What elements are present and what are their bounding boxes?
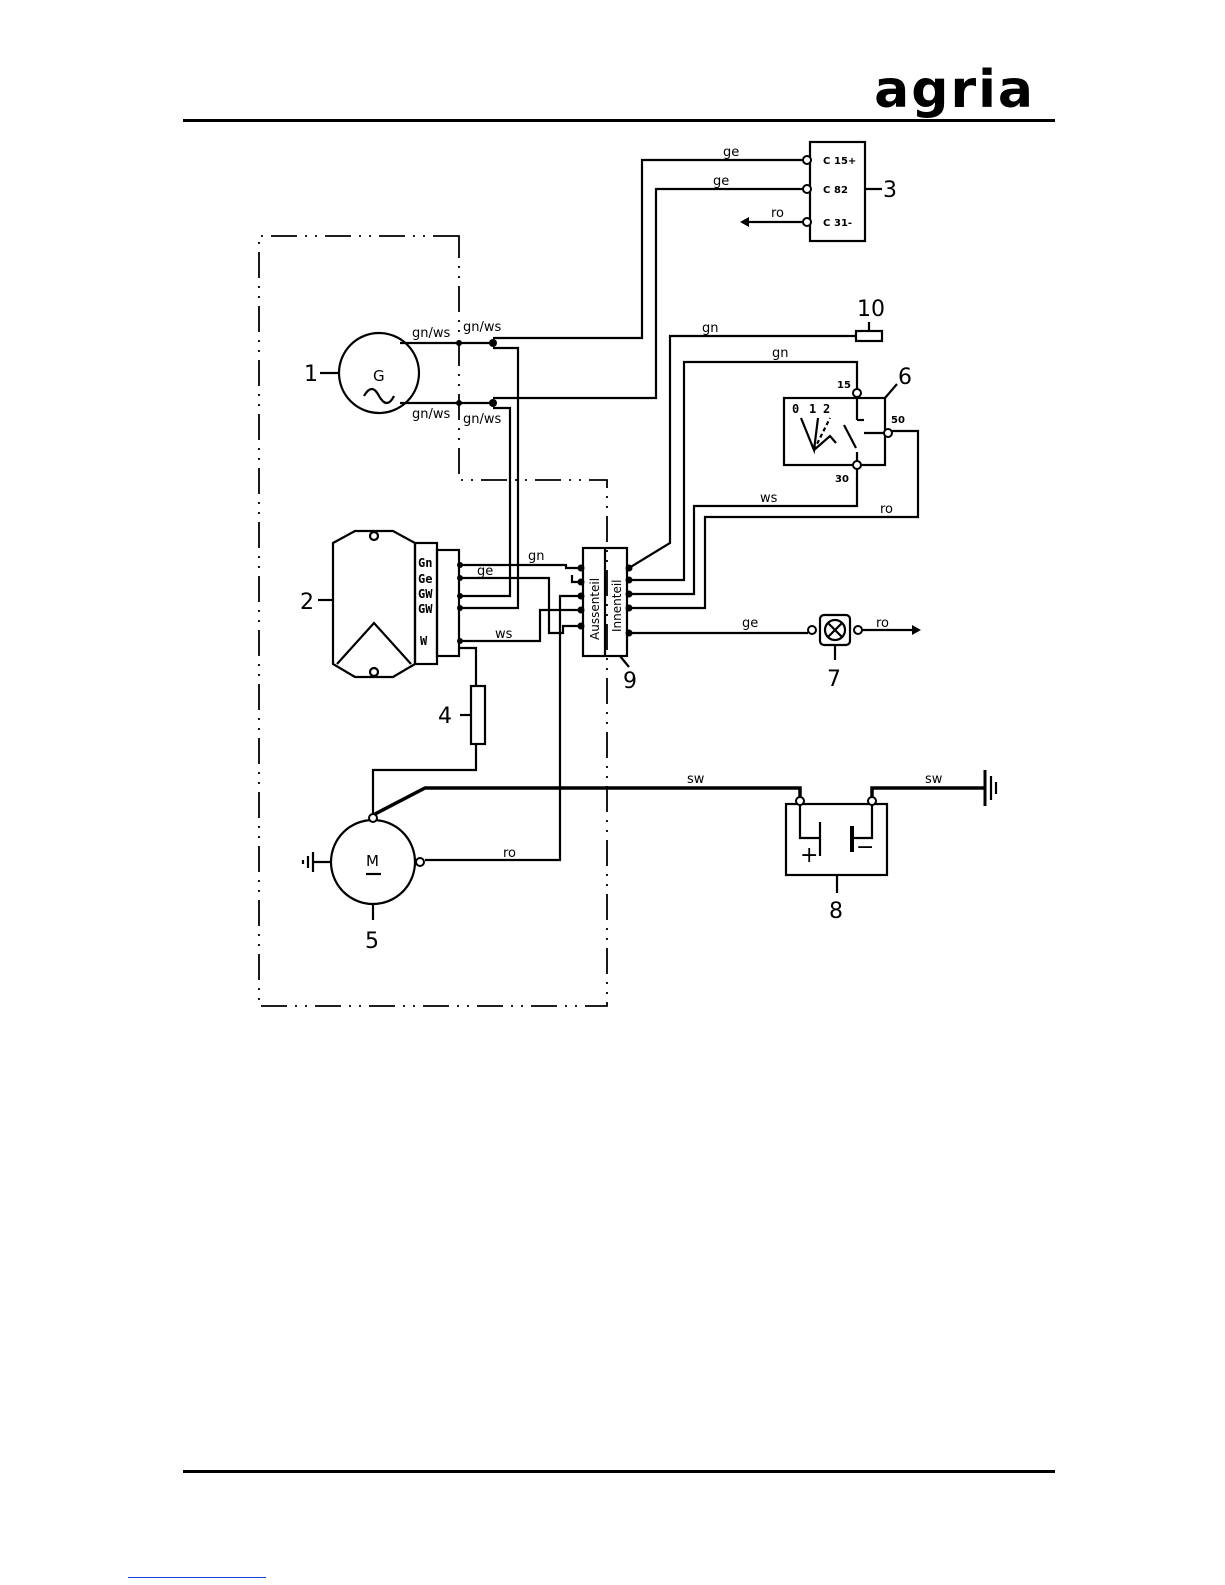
- connector-side-outer: Aussenteil: [588, 578, 602, 640]
- ignition-switch: 0 1 2 15 50 30 6: [784, 365, 912, 485]
- label-4: 4: [438, 704, 452, 729]
- switch-pos-1: 1: [809, 402, 816, 416]
- indicator-lamp: 7: [808, 615, 862, 692]
- wire-label-sw-2: sw: [925, 772, 943, 787]
- regulator: Gn Ge GW GW W 2: [300, 531, 459, 677]
- battery-plus: +: [800, 843, 818, 868]
- reg-pin-gw2: GW: [418, 602, 433, 616]
- reg-pin-w: W: [420, 634, 428, 648]
- pin-15: 15+: [834, 156, 856, 167]
- wire-label-gnws-1: gn/ws: [412, 326, 451, 341]
- wire-label-gn-6: gn: [772, 346, 789, 361]
- svg-text:C: C: [823, 218, 830, 229]
- wire-label-ge-lamp: ge: [742, 616, 758, 631]
- svg-text:C: C: [823, 156, 830, 167]
- component-10: 10: [856, 297, 885, 341]
- wire-label-ro-motor: ro: [503, 846, 516, 861]
- wire-label-ws-6: ws: [760, 491, 778, 506]
- label-6: 6: [898, 365, 912, 390]
- label-9: 9: [623, 669, 637, 694]
- wire-label-ws-reg: ws: [495, 627, 513, 642]
- generator-symbol: G: [373, 367, 385, 385]
- wire-label-ro-lamp: ro: [876, 616, 889, 631]
- reg-pin-gn: Gn: [418, 556, 432, 570]
- terminal-50: 50: [891, 415, 905, 426]
- fuse: 4: [438, 686, 485, 744]
- terminal-30: 30: [835, 474, 849, 485]
- wire-label-gn-reg: gn: [528, 549, 545, 564]
- wire-label-ge-mid: ge: [713, 174, 729, 189]
- ground-symbol: [985, 770, 996, 806]
- switch-pos-0: 0: [792, 402, 799, 416]
- pin-31: 31-: [834, 218, 852, 229]
- label-10: 10: [857, 297, 885, 322]
- enclosure-outline: [259, 236, 607, 1006]
- battery-minus: −: [856, 835, 874, 860]
- wire-label-ge-reg: ge: [477, 564, 493, 579]
- label-8: 8: [829, 899, 843, 924]
- reg-pin-ge: Ge: [418, 572, 432, 586]
- wire-label-ro-top: ro: [771, 206, 784, 221]
- pin-82: 82: [834, 185, 848, 196]
- component-3: C 15+ C 82 C 31- 3: [803, 142, 897, 241]
- wire-label-gn-10: gn: [702, 321, 719, 336]
- battery: + − 8: [786, 797, 887, 924]
- motor-symbol: M: [366, 852, 379, 870]
- switch-pos-2: 2: [823, 402, 830, 416]
- label-3: 3: [883, 178, 897, 203]
- terminal-15: 15: [837, 380, 851, 391]
- starter-motor: M 5: [303, 814, 424, 954]
- label-7: 7: [827, 667, 841, 692]
- svg-text:C: C: [823, 185, 830, 196]
- wire-label-sw-1: sw: [687, 772, 705, 787]
- reg-pin-gw1: GW: [418, 587, 433, 601]
- generator: G 1: [304, 333, 459, 413]
- label-5: 5: [365, 929, 379, 954]
- connector-side-inner: Innenteil: [610, 580, 624, 633]
- wire-label-ro-6: ro: [880, 502, 893, 517]
- label-1: 1: [304, 362, 318, 387]
- label-2: 2: [300, 590, 314, 615]
- wire-label-ge-top: ge: [723, 145, 739, 160]
- wire-label-gnws-4: gn/ws: [463, 412, 502, 427]
- wire-label-gnws-2: gn/ws: [412, 407, 451, 422]
- wire-label-gnws-3: gn/ws: [463, 320, 502, 335]
